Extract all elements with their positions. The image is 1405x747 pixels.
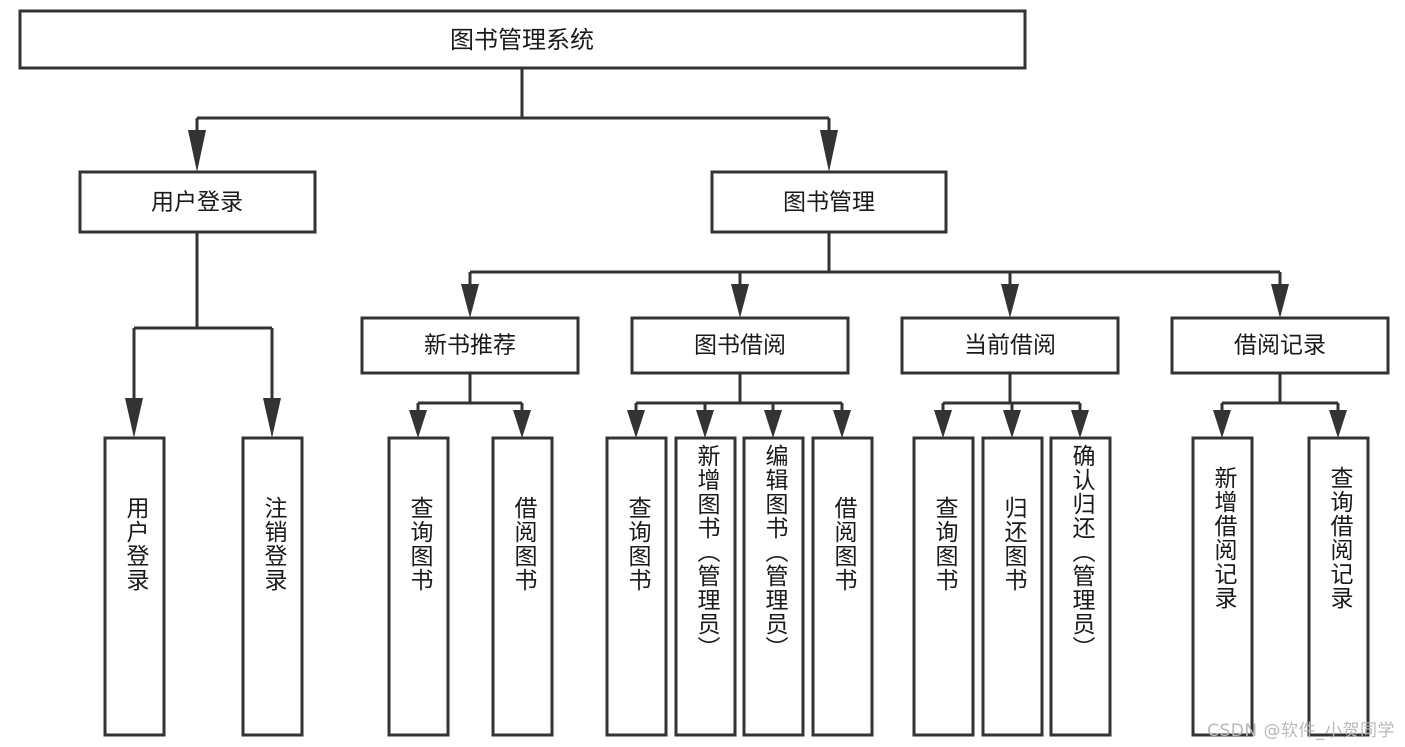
arrowhead-book-manage xyxy=(820,130,838,172)
leaf-box-user-login[interactable] xyxy=(103,436,166,737)
csdn-watermark: CSDN @软件_小贺同学 xyxy=(1207,721,1395,741)
arrowhead-cb-leaf-1 xyxy=(934,410,952,438)
arrowhead-br-leaf-1 xyxy=(1213,410,1231,438)
leaf-box-br-query-record[interactable] xyxy=(1307,436,1370,737)
leaf-boxes-group xyxy=(103,436,1370,737)
node-root-box[interactable] xyxy=(18,9,1027,70)
leaf-box-bb-query-book[interactable] xyxy=(605,436,668,737)
node-new-book-recommend-label: 新书推荐 xyxy=(424,333,516,359)
node-book-manage-label: 图书管理 xyxy=(783,190,875,216)
arrowhead-bb-leaf-2 xyxy=(696,410,714,438)
leaf-box-cb-return-book[interactable] xyxy=(981,436,1044,737)
node-book-borrow[interactable]: 图书借阅 xyxy=(630,316,850,375)
leaf-box-bb-borrow-book[interactable] xyxy=(811,436,874,737)
node-borrow-record-box[interactable] xyxy=(1170,316,1390,375)
leaf-box-br-add-record[interactable] xyxy=(1191,436,1254,737)
node-current-borrow-label: 当前借阅 xyxy=(964,333,1056,359)
arrowhead-book-borrow xyxy=(731,284,749,318)
arrowhead-cb-leaf-3 xyxy=(1071,410,1089,438)
node-borrow-record[interactable]: 借阅记录 xyxy=(1170,316,1390,375)
arrowhead-new-book-recommend xyxy=(461,284,479,318)
connector-group xyxy=(125,68,1347,438)
arrowhead-bb-leaf-4 xyxy=(833,410,851,438)
arrowhead-borrow-record xyxy=(1271,284,1289,318)
arrowhead-current-borrow xyxy=(1001,284,1019,318)
node-new-book-recommend[interactable]: 新书推荐 xyxy=(360,316,580,375)
node-user-login[interactable]: 用户登录 xyxy=(78,170,317,234)
arrowhead-cb-leaf-2 xyxy=(1003,410,1021,438)
leaf-box-cb-confirm-return[interactable] xyxy=(1049,436,1112,737)
arrowhead-leaf-user-login xyxy=(125,398,143,438)
leaf-box-nbr-query-book[interactable] xyxy=(387,436,450,737)
arrowhead-user-login xyxy=(188,130,206,172)
arrowhead-nbr-leaf-1 xyxy=(409,410,427,438)
node-user-login-label: 用户登录 xyxy=(151,190,243,216)
leaf-box-nbr-borrow-book[interactable] xyxy=(491,436,554,737)
leaf-box-cb-query-book[interactable] xyxy=(912,436,975,737)
leaf-box-bb-edit-book[interactable] xyxy=(742,436,805,737)
leaf-box-bb-add-book[interactable] xyxy=(674,436,737,737)
node-root[interactable]: 图书管理系统 xyxy=(18,9,1027,70)
arrowhead-bb-leaf-3 xyxy=(764,410,782,438)
node-book-borrow-label: 图书借阅 xyxy=(694,333,786,359)
node-root-label: 图书管理系统 xyxy=(450,26,594,54)
arrowhead-bb-leaf-1 xyxy=(627,410,645,438)
node-new-book-recommend-box[interactable] xyxy=(360,316,580,375)
node-current-borrow-box[interactable] xyxy=(900,316,1120,375)
node-book-borrow-box[interactable] xyxy=(630,316,850,375)
arrowhead-nbr-leaf-2 xyxy=(513,410,531,438)
node-current-borrow[interactable]: 当前借阅 xyxy=(900,316,1120,375)
node-user-login-box[interactable] xyxy=(78,170,317,234)
leaf-box-logout[interactable] xyxy=(241,436,304,737)
arrowhead-br-leaf-2 xyxy=(1329,410,1347,438)
node-book-manage-box[interactable] xyxy=(710,170,948,234)
node-book-manage[interactable]: 图书管理 xyxy=(710,170,948,234)
arrowhead-leaf-logout xyxy=(263,398,281,438)
node-borrow-record-label: 借阅记录 xyxy=(1234,333,1326,359)
